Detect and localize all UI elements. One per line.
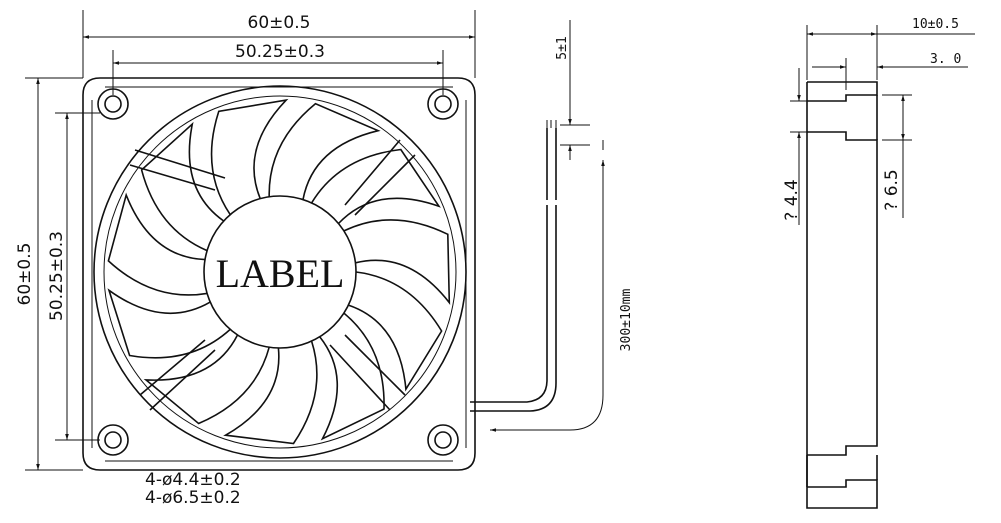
fan-opening [93,85,467,459]
hub-circle [203,195,357,349]
fan-blade [140,121,225,252]
fan-blade [310,148,441,225]
dim-thickness: 10±0.5 [912,17,959,32]
fan-blade [343,219,451,305]
dim-height-outer: 60±0.5 [15,243,35,306]
dim-height-holes: 50.25±0.3 [47,231,67,321]
hub-label: LABEL [216,251,345,296]
fan-blade [223,340,318,445]
hole-note-1: 4-ø4.4±0.2 [145,470,241,490]
hole-note-2: 4-ø6.5±0.2 [145,488,241,508]
dim-strip: 5±1 [555,36,570,59]
fan-blade [210,98,289,216]
fan-blade [107,288,231,359]
fan-blade [268,102,381,200]
fan-blade [107,192,208,296]
frame-spokes [129,139,416,411]
dim-hole-large: ? 6.5 [882,169,902,210]
dim-width-holes: 50.25±0.3 [235,42,325,62]
dim-length: 300±10mm [619,289,634,352]
fan-blade [143,334,270,425]
fan-blade [319,312,385,441]
lead-wire: 5±1 300±10mm [470,20,634,432]
fan-frame [82,77,476,471]
dim-hole-small: ? 4.4 [782,179,802,220]
fan-blade [348,271,443,392]
dim-step: 3. 0 [930,52,961,67]
dim-width-outer: 60±0.5 [248,13,311,33]
side-view: 10±0.5 3. 0 ? 4.4 ? 6.5 [782,17,975,509]
front-view: LABEL 60±0.5 50.25±0.3 60±0.5 50.25±0.3 … [15,10,476,508]
fan-blades [107,98,451,445]
